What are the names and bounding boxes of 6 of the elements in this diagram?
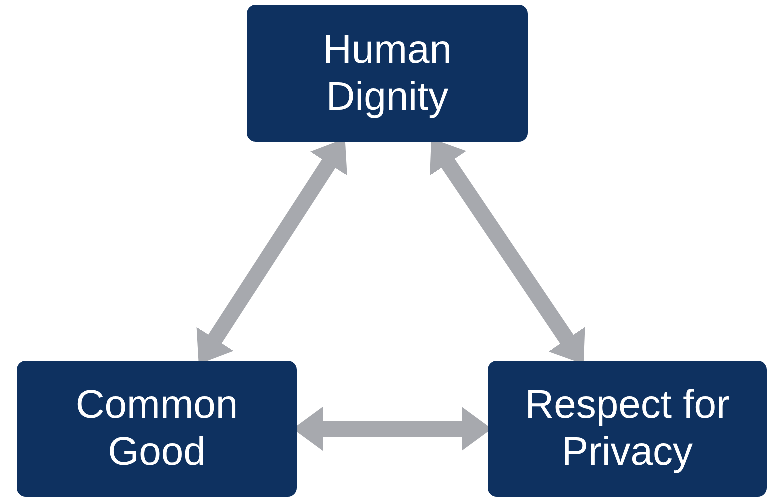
- concept-box: [247, 5, 528, 142]
- concept-box: [17, 361, 297, 497]
- concept-box: [488, 361, 767, 497]
- concept-label: Human Dignity: [322, 26, 453, 120]
- concept-label: Respect for Privacy: [524, 382, 731, 476]
- concept-label: Common Good: [74, 382, 240, 476]
